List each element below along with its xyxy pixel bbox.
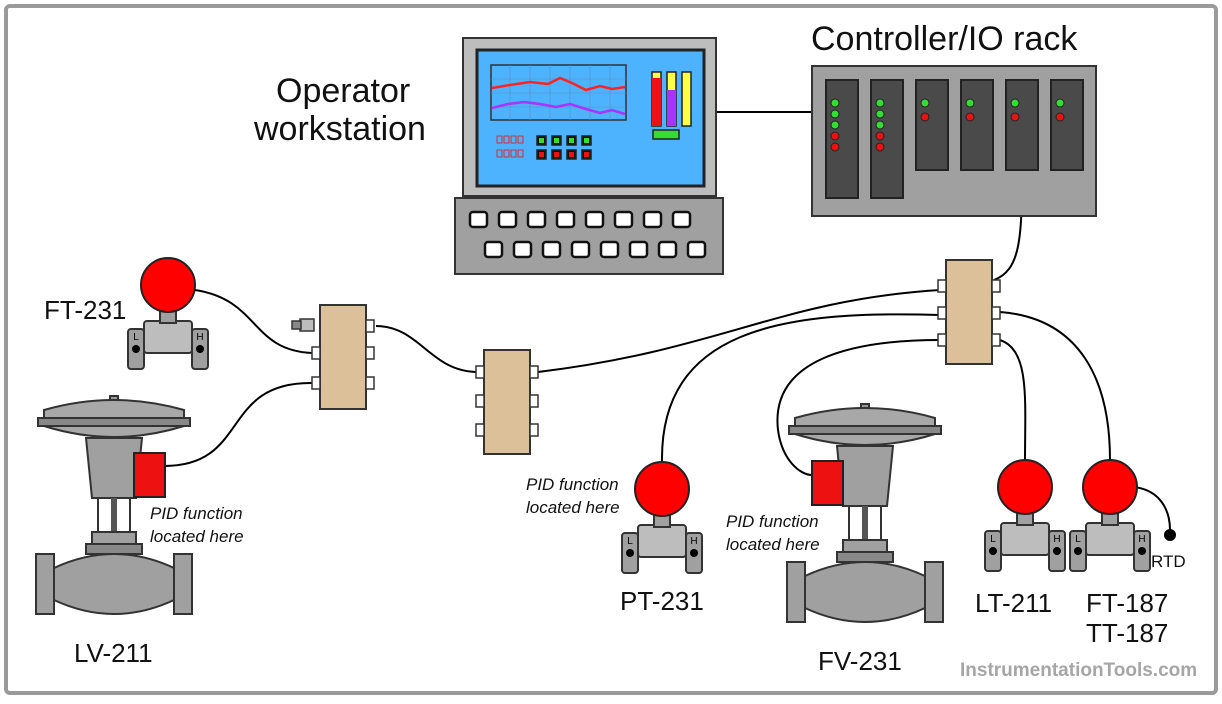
trend-red: [491, 76, 626, 92]
rtd-probe: [1164, 529, 1176, 541]
keyboard: [454, 197, 724, 275]
pid-note-pt231-line2: located here: [526, 498, 620, 517]
label-pt231: PT-231: [620, 586, 704, 616]
label-rtd: RTD: [1151, 552, 1186, 571]
operator-workstation: [454, 37, 724, 275]
trend-purple: [491, 100, 626, 116]
label-ft187: FT-187: [1086, 588, 1169, 618]
positioner-fv231: [811, 460, 844, 506]
pid-note-fv231-line2: located here: [726, 535, 820, 554]
workstation-title-line1: Operator: [276, 72, 411, 110]
label-lv211: LV-211: [74, 638, 153, 668]
watermark: InstrumentationTools.com: [960, 660, 1198, 681]
positioner-lv211: [133, 452, 166, 498]
pid-note-lv211-line2: located here: [150, 527, 244, 546]
label-lt211: LT-211: [975, 588, 1053, 618]
signal-cables: [163, 111, 1171, 531]
junction-box-center: [475, 349, 539, 455]
pid-note-fv231-line1: PID function: [726, 512, 819, 531]
control-valve-fv231: [786, 403, 944, 623]
label-ft231: FT-231: [44, 295, 127, 325]
bargraphs: [651, 71, 692, 140]
label-tt187: TT-187: [1086, 618, 1169, 648]
controller-io-rack: [811, 65, 1097, 217]
workstation-title-line2: workstation: [254, 110, 426, 148]
pid-note-pt231-line1: PID function: [526, 475, 619, 494]
pid-note-lv211-line1: PID function: [150, 504, 243, 523]
control-valve-lv211: [35, 395, 193, 615]
rack-title: Controller/IO rack: [811, 20, 1078, 58]
label-fv231: FV-231: [818, 646, 902, 676]
junction-box-left: [291, 304, 375, 410]
junction-box-right: [937, 259, 1001, 365]
